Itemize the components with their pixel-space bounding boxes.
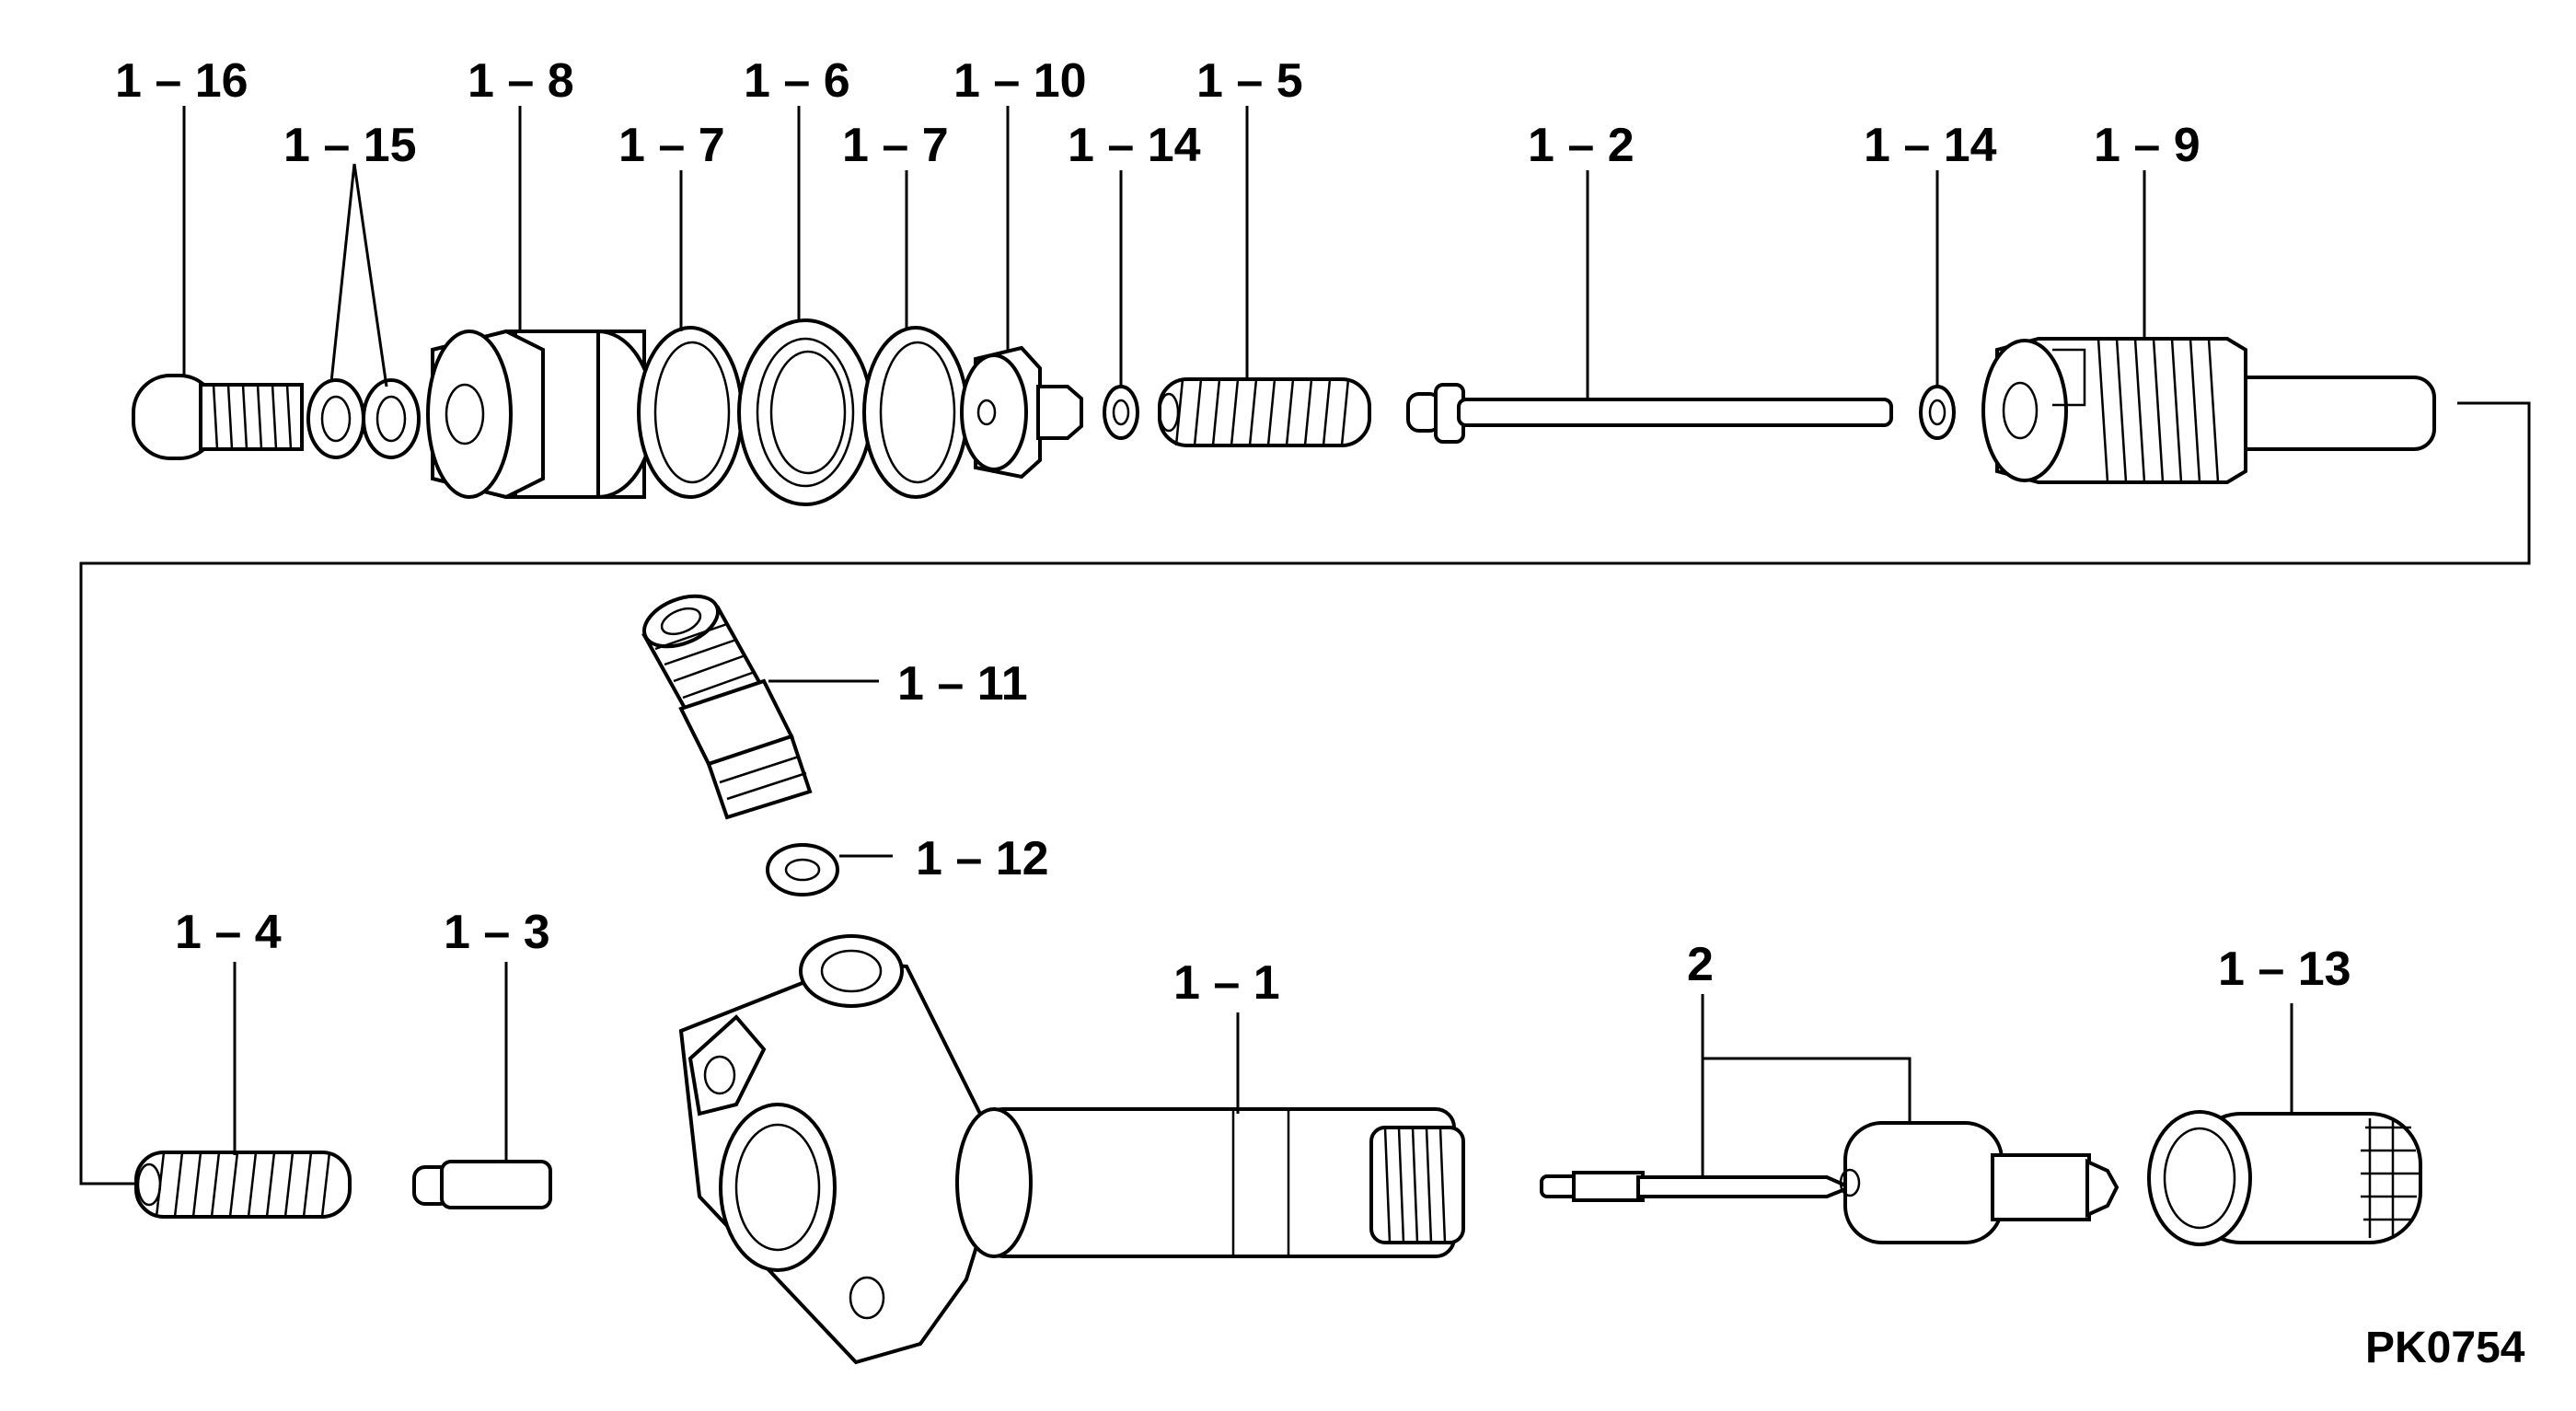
part-nozzle-holder-body bbox=[678, 934, 1465, 1365]
drawing-code: PK0754 bbox=[2365, 1324, 2525, 1372]
label-1-4: 1 – 4 bbox=[175, 906, 282, 959]
label-1-2: 1 – 2 bbox=[1528, 119, 1635, 172]
part-small-washer-a bbox=[1103, 385, 1139, 440]
label-1-7-a: 1 – 7 bbox=[618, 119, 725, 172]
part-o-ring-a bbox=[637, 326, 744, 499]
part-inlet-connector bbox=[641, 594, 813, 820]
label-1-5: 1 – 5 bbox=[1196, 54, 1303, 108]
label-1-8: 1 – 8 bbox=[468, 54, 574, 108]
part-small-washer-b bbox=[1919, 385, 1956, 440]
part-pressure-spring bbox=[1158, 377, 1371, 447]
part-o-ring-b bbox=[862, 326, 969, 499]
label-1-14-a: 1 – 14 bbox=[1068, 119, 1201, 172]
assembly-connector-line bbox=[79, 401, 2531, 1185]
part-hex-cap-nut bbox=[426, 329, 655, 500]
part-spring-seat-pin bbox=[412, 1160, 552, 1209]
part-copper-washer bbox=[766, 843, 839, 896]
label-1-13: 1 – 13 bbox=[2218, 943, 2351, 996]
label-1-14-b: 1 – 14 bbox=[1864, 119, 1997, 172]
label-1-10: 1 – 10 bbox=[953, 54, 1087, 108]
label-1-15: 1 – 15 bbox=[283, 119, 417, 172]
label-1-3: 1 – 3 bbox=[444, 906, 550, 959]
label-1-1: 1 – 1 bbox=[1173, 956, 1280, 1010]
label-1-12: 1 – 12 bbox=[916, 832, 1049, 885]
label-1-6: 1 – 6 bbox=[744, 54, 850, 108]
label-1-7-b: 1 – 7 bbox=[842, 119, 949, 172]
part-washer-pair bbox=[306, 378, 421, 459]
part-spring-seat-nut bbox=[960, 345, 1083, 480]
part-lock-nut bbox=[737, 318, 873, 506]
part-nozzle-cap-nut bbox=[2147, 1110, 2422, 1246]
leader-lines bbox=[182, 106, 2293, 1177]
part-banjo-bolt bbox=[132, 374, 304, 460]
label-1-16: 1 – 16 bbox=[115, 54, 248, 108]
label-2: 2 bbox=[1687, 938, 1714, 991]
part-plunger-spring bbox=[134, 1151, 352, 1219]
label-1-11: 1 – 11 bbox=[897, 657, 1028, 711]
part-adjusting-screw bbox=[1981, 337, 2436, 484]
label-1-9: 1 – 9 bbox=[2094, 119, 2201, 172]
part-push-rod bbox=[1406, 383, 1893, 444]
part-nozzle-assembly bbox=[1540, 1121, 2120, 1244]
